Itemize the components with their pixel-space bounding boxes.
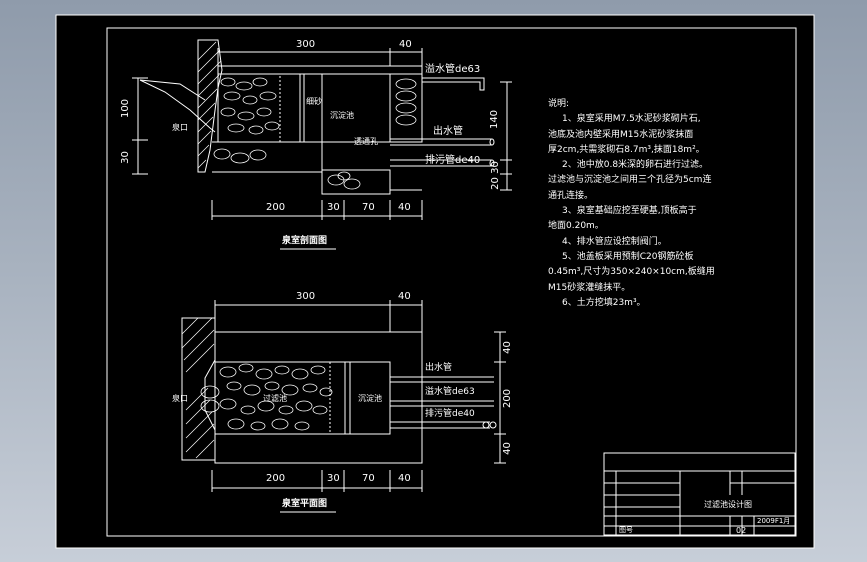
note-line: 通孔连接。 [548,190,594,201]
plan-label-settling-tank: 沉淀池 [358,394,382,403]
title-block-sheet-number: 02 [736,526,747,535]
title-block-date: 2009F1月 [757,517,791,525]
note-line: 6、土方挖填23m³。 [562,297,646,308]
section-dim-top-300: 300 [296,39,316,50]
section-dim-left-100: 100 [120,98,132,119]
section-dim-top-40: 40 [399,39,412,50]
section-pebbles [213,77,361,190]
note-line: 厚2cm,共需浆砌石8.7m³,抹面18m²。 [548,144,705,155]
section-dim-left-30: 30 [119,151,131,164]
plan-dim-right-200: 200 [502,388,514,409]
note-line: 过滤池与沉淀池之间用三个孔径为5cm连 [548,175,712,186]
section-label-hole: 透通孔 [354,137,378,146]
section-label-spring-mouth: 泉口 [172,123,188,132]
plan-dim-bottom-40: 40 [398,473,411,484]
note-line: 2、池中放0.8米深的卵石进行过滤。 [562,160,709,171]
plan-label-drain-pipe: 排污管de40 [425,409,475,419]
plan-dim-top-300: 300 [296,291,316,302]
section-view [132,39,512,220]
plan-soil-hatch [181,317,215,459]
title-block [603,452,796,536]
sheet-outer-frame [55,14,815,549]
plan-view [181,300,506,492]
note-line: 0.45m³,尺寸为350×240×10cm,板缝用 [548,267,715,278]
section-label-outlet-pipe: 出水管 [433,126,463,137]
plan-label-filter-tank: 过滤池 [263,394,287,403]
section-dim-right-30: 30 [489,161,501,174]
plan-label-overflow-pipe: 溢水管de63 [425,387,475,397]
section-dim-bottom-70: 70 [362,202,375,213]
section-dim-right-140: 140 [489,109,501,130]
sheet-inner-frame [106,27,797,537]
plan-dim-right-40-bottom: 40 [501,442,513,455]
plan-label-spring-mouth: 泉口 [172,394,188,403]
section-label-drain-pipe: 排污管de40 [425,155,481,166]
note-line: 5、池盖板采用预制C20钢筋砼板 [562,251,694,262]
plan-dim-right-40-top: 40 [501,341,513,354]
section-label-sand: 细砂 [306,97,322,106]
section-dim-bottom-40: 40 [398,202,411,213]
note-line: M15砂浆灌缝抹平。 [548,282,631,293]
plan-dim-bottom-200: 200 [266,473,286,484]
note-line: 3、泉室基础应挖至硬基,顶板高于 [562,206,697,217]
section-title: 泉室剖面图 [282,236,328,246]
design-notes: 说明: 1、泉室采用M7.5水泥砂浆砌片石, 池底及池内壁采用M15水泥砂浆抹面… [548,97,778,311]
notes-heading: 说明: [548,99,570,109]
section-dim-bottom-30: 30 [327,202,340,213]
title-block-label-figure: 图号 [619,526,633,534]
note-line: 4、排水管应设控制阀门。 [562,236,667,247]
note-line: 池底及池内壁采用M15水泥砂浆抹面 [548,129,694,140]
section-label-settling-tank: 沉淀池 [330,111,354,120]
note-line: 1、泉室采用M7.5水泥砂浆砌片石, [562,114,701,125]
plan-title: 泉室平面图 [282,499,328,509]
plan-dim-bottom-30: 30 [327,473,340,484]
section-soil-hatch [197,41,222,169]
note-line: 地面0.20m。 [548,221,604,232]
plan-pebbles [200,363,333,431]
section-label-overflow-pipe: 溢水管de63 [425,64,481,75]
section-dim-right-20: 20 [489,177,501,190]
plan-dim-top-40: 40 [398,291,411,302]
plan-label-outlet-pipe: 出水管 [425,363,453,373]
section-right-stones [395,78,417,126]
section-dim-bottom-200: 200 [266,202,286,213]
plan-dim-bottom-70: 70 [362,473,375,484]
title-block-drawing-name: 过滤池设计图 [704,500,752,509]
